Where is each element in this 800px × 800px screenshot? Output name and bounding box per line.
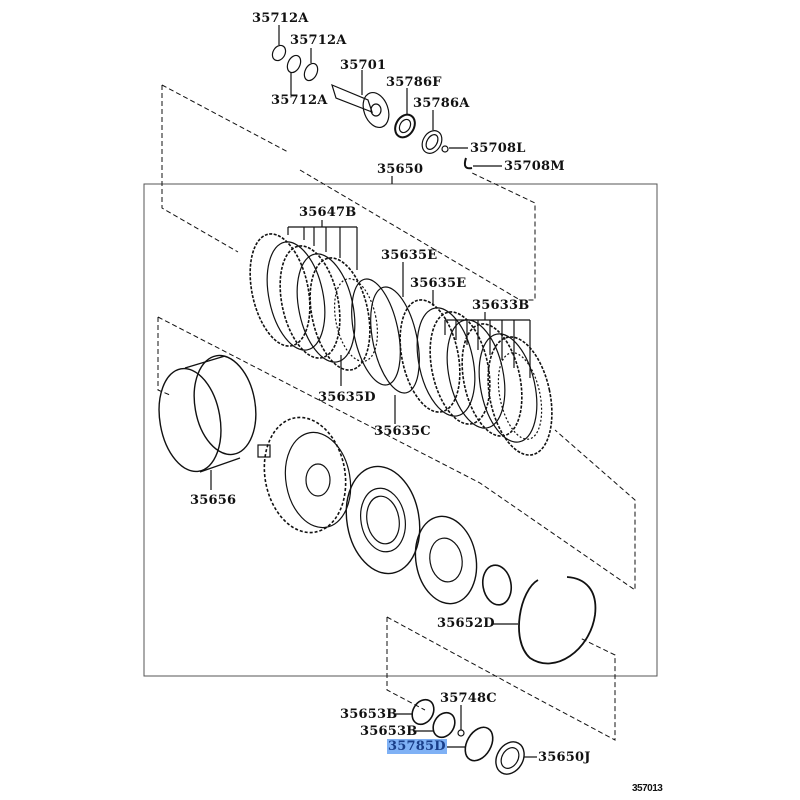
label-35701[interactable]: 35701 — [340, 58, 387, 73]
o-ring-35712a-3 — [303, 62, 319, 82]
label-35653b-2[interactable]: 35653B — [360, 724, 418, 739]
label-35652d[interactable]: 35652D — [437, 616, 495, 631]
guide-mid — [157, 317, 171, 396]
label-35653b-1[interactable]: 35653B — [340, 707, 398, 722]
clutch-pack-35647b — [249, 233, 379, 371]
washer-35786a — [421, 130, 443, 154]
snap-ring-35635e-1 — [351, 278, 401, 386]
label-35635d[interactable]: 35635D — [318, 390, 376, 405]
label-35647b[interactable]: 35647B — [299, 205, 357, 220]
drum-35656 — [158, 354, 257, 490]
snap-ring-35635e-2 — [370, 286, 420, 394]
ring-35785d — [464, 726, 494, 762]
guide-bottom — [386, 617, 426, 711]
assembly-box — [143, 183, 658, 677]
snap-ring-small — [481, 564, 513, 606]
label-35708l[interactable]: 35708L — [470, 141, 526, 156]
label-35712a-2[interactable]: 35712A — [290, 33, 347, 48]
clutch-hub — [257, 416, 352, 534]
guide-mid-2 — [157, 316, 636, 591]
guide-top — [161, 85, 239, 253]
label-35650[interactable]: 35650 — [377, 162, 424, 177]
ball-35748c — [457, 729, 465, 737]
label-35786f[interactable]: 35786F — [386, 75, 442, 90]
label-35650j[interactable]: 35650J — [538, 750, 591, 765]
input-shaft-35701 — [331, 70, 390, 129]
guide-bottom-2 — [386, 616, 616, 741]
clutch-pack-35633b — [399, 299, 553, 456]
label-35786a[interactable]: 35786A — [413, 96, 470, 111]
label-35635e-2[interactable]: 35635E — [410, 276, 467, 291]
clip-35708m — [463, 157, 473, 170]
guide-top-2 — [161, 84, 289, 153]
piston — [345, 465, 421, 575]
label-35712a-3[interactable]: 35712A — [271, 93, 328, 108]
label-35785d-selected[interactable]: 35785D — [387, 739, 447, 754]
snap-ring-35652d — [518, 576, 597, 665]
ball-35708l — [441, 145, 449, 153]
o-ring-35712a-1 — [271, 44, 287, 62]
bearing-35786f — [394, 113, 416, 139]
label-35712a-1[interactable]: 35712A — [252, 11, 309, 26]
figure-number: 357013 — [632, 783, 663, 794]
label-35656[interactable]: 35656 — [190, 493, 237, 508]
o-ring-35712a-2 — [286, 54, 302, 74]
seal-35653b-1 — [411, 698, 435, 726]
label-35708m[interactable]: 35708M — [504, 159, 565, 174]
spring-plate — [414, 515, 478, 605]
label-35748c[interactable]: 35748C — [440, 691, 497, 706]
label-35633b[interactable]: 35633B — [472, 298, 530, 313]
seal-35653b-2 — [432, 711, 456, 739]
guide-top-3 — [299, 169, 536, 301]
bearing-35650j — [495, 741, 525, 775]
label-35635e-1[interactable]: 35635E — [381, 248, 438, 263]
label-35635c[interactable]: 35635C — [374, 424, 431, 439]
